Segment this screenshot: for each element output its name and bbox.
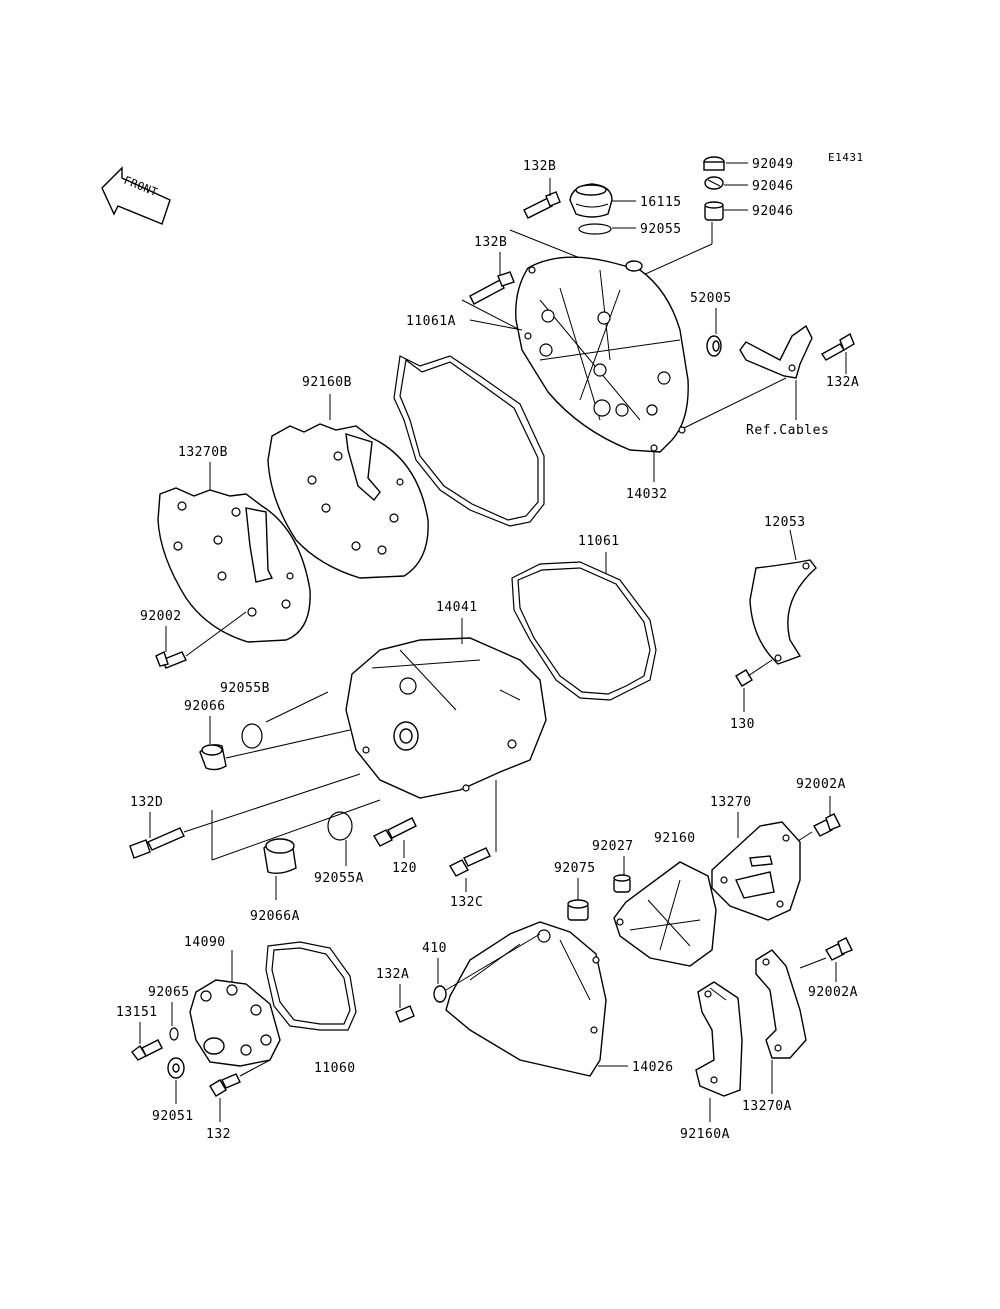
washer-410 [433,985,447,1003]
plug-92066a [263,838,297,875]
bolt-132b-top [523,191,561,219]
bolt-132d [129,827,185,859]
label-ref-cables: Ref.Cables [746,423,829,438]
bushing-92046-b [704,201,724,221]
label-92055b: 92055B [220,681,270,696]
generator-cover-14041 [345,637,547,799]
label-92055a: 92055A [314,871,364,886]
label-13270: 13270 [710,795,752,810]
bolt-132c [449,847,491,877]
o-ring-92055a [327,811,353,841]
gasket-11061a [393,355,545,527]
label-92002a-bottom: 92002A [808,985,858,1000]
label-92027: 92027 [592,839,634,854]
label-410: 410 [422,941,447,956]
label-92066: 92066 [184,699,226,714]
label-92051: 92051 [152,1109,194,1124]
label-132b-top: 132B [523,159,556,174]
label-14026: 14026 [632,1060,674,1075]
label-92002: 92002 [140,609,182,624]
label-16115: 16115 [640,195,682,210]
bracket-12053 [749,559,817,665]
bushing-92049 [703,156,725,171]
bolt-130 [735,659,773,687]
plate-13270a [755,949,807,1059]
label-132d: 132D [130,795,163,810]
label-92065: 92065 [148,985,190,1000]
label-11061a: 11061A [406,314,456,329]
o-ring-92065 [169,1027,179,1041]
label-12053: 12053 [764,515,806,530]
label-132a-top: 132A [826,375,859,390]
filler-cap-16115 [569,183,613,218]
label-14041: 14041 [436,600,478,615]
gasket-11061 [511,561,657,701]
bushing-92046-a [704,176,724,190]
bolt-92002a-bottom [825,937,853,961]
label-92075: 92075 [554,861,596,876]
guard-92160a [695,981,743,1097]
sprocket-cover-14026 [445,921,607,1077]
o-ring-92055 [578,223,612,235]
bolt-120 [373,817,417,847]
plug-92066 [199,744,227,771]
label-92049: 92049 [752,157,794,172]
label-13270b: 13270B [178,445,228,460]
label-132c: 132C [450,895,483,910]
oil-seal-52005 [706,335,722,357]
label-14032: 14032 [626,487,668,502]
cover-92160b [267,423,429,579]
bolt-132a-top [820,332,855,361]
label-130: 130 [730,717,755,732]
bolt-132 [209,1073,241,1097]
label-92055: 92055 [640,222,682,237]
bolt-92002 [155,651,187,669]
cover-14090 [189,979,281,1067]
collar-92027 [613,874,631,893]
plate-13270 [711,821,801,921]
label-52005: 52005 [690,291,732,306]
gasket-11060 [265,941,357,1031]
bolt-132b-second [469,271,515,305]
label-11060: 11060 [314,1061,356,1076]
o-ring-92055b [241,723,263,749]
front-arrow-icon: FRONT [101,166,171,225]
cable-bracket [739,324,813,379]
label-132b-second: 132B [474,235,507,250]
bolt-92002a-top [813,813,841,837]
label-92160: 92160 [654,831,696,846]
label-11061: 11061 [578,534,620,549]
label-92066a: 92066A [250,909,300,924]
label-92046-a: 92046 [752,179,794,194]
screw-13151 [131,1039,163,1061]
label-13270a: 13270A [742,1099,792,1114]
label-13151: 13151 [116,1005,158,1020]
label-120: 120 [392,861,417,876]
cover-92160 [613,861,717,967]
label-14090: 14090 [184,935,226,950]
plate-13270b [157,487,311,643]
bolt-132a-bottom [395,1005,415,1023]
clutch-cover-14032 [515,256,689,453]
label-132: 132 [206,1127,231,1142]
label-132a-bottom: 132A [376,967,409,982]
collar-92075 [567,899,589,921]
label-92002a-top: 92002A [796,777,846,792]
label-92160a: 92160A [680,1127,730,1142]
seal-92051 [167,1057,185,1079]
label-92046-b: 92046 [752,204,794,219]
label-92160b: 92160B [302,375,352,390]
diagram-id: E1431 [828,151,864,164]
